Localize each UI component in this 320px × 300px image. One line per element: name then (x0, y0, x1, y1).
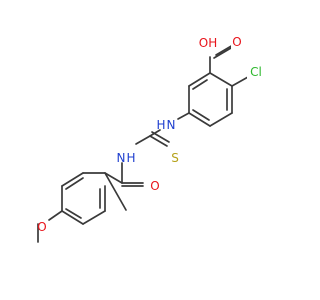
atom-label-background (247, 63, 265, 79)
bond (192, 79, 208, 90)
chlorine-cl-label: Cl (250, 65, 262, 79)
amine-h-label: H (156, 118, 165, 132)
bond (151, 131, 170, 143)
bond (48, 210, 63, 221)
bond (65, 208, 82, 219)
ether-o-label: O (37, 220, 46, 234)
amide-n-label: N (117, 151, 126, 165)
bond (104, 172, 127, 211)
thione-s-label: S (171, 151, 179, 165)
bond (135, 135, 151, 145)
bond-lines (37, 44, 249, 243)
amine-n-label: N (167, 118, 176, 132)
atom-label-background (196, 34, 220, 50)
amide-o-label: O (150, 179, 159, 193)
bond (104, 172, 123, 184)
bond (209, 112, 233, 127)
bond (149, 135, 168, 147)
atom-label-background (231, 34, 243, 50)
amide-h-label: H (126, 151, 135, 165)
atom-labels: OH O Cl H N N H S O O (37, 34, 265, 234)
molecule-structure: OH O Cl H N N H S O O (37, 34, 265, 243)
acid-carbonyl-o-label: O (232, 35, 241, 49)
bond (215, 44, 234, 56)
bond (213, 47, 232, 59)
bond (61, 172, 84, 187)
bond (231, 76, 249, 87)
bond (177, 112, 190, 120)
bond (82, 210, 106, 225)
bond (61, 210, 84, 225)
bond (192, 109, 210, 121)
bond (188, 72, 211, 87)
bond (65, 177, 84, 190)
bond (209, 72, 233, 87)
bond (188, 112, 211, 127)
hydroxyl-oh-label: OH (199, 36, 217, 50)
